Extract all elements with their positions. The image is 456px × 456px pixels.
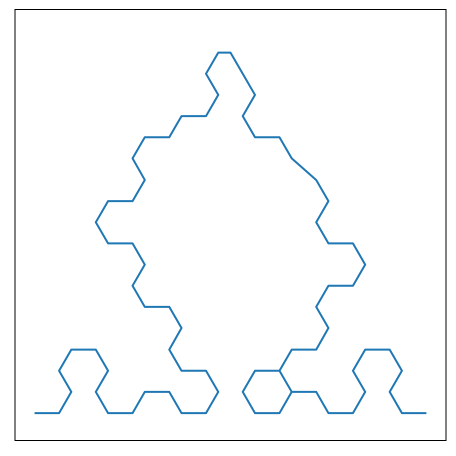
series-line-0 (34, 51, 427, 415)
plot-area (34, 51, 427, 415)
plot-frame (14, 9, 447, 441)
